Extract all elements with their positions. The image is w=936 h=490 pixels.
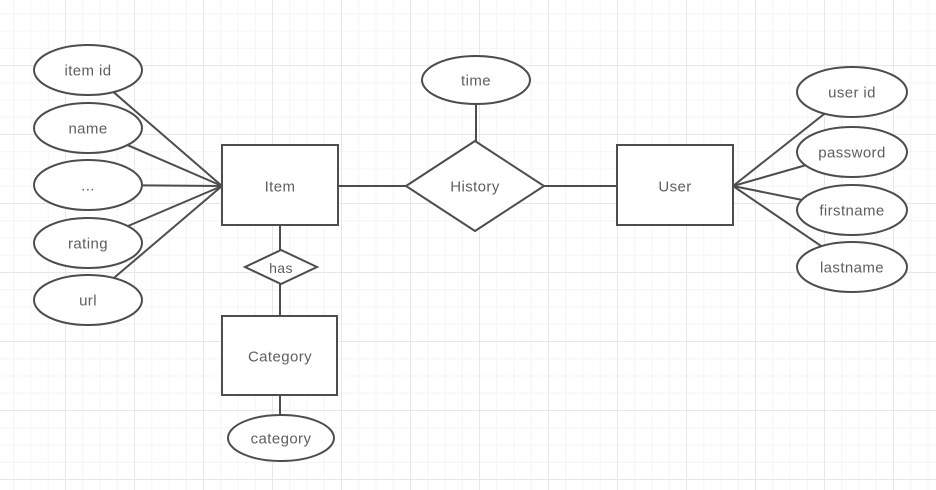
relationship-history[interactable]: History (404, 139, 546, 233)
attribute-item-id-shape (33, 44, 143, 96)
entity-item[interactable]: Item (221, 144, 339, 226)
attribute-name[interactable]: name (33, 102, 143, 154)
attribute-firstname[interactable]: firstname (796, 184, 908, 236)
attribute-user-id[interactable]: user id (796, 66, 908, 118)
attribute-time[interactable]: time (421, 55, 531, 105)
attribute-name-shape (33, 102, 143, 154)
attribute-time-shape (421, 55, 531, 105)
attribute-ellipsis-label: ... (81, 177, 95, 194)
relationship-has-shape (242, 248, 320, 286)
relationship-has[interactable]: has (242, 248, 320, 286)
nodes: item id name ... rating url time (33, 44, 908, 462)
edges (87, 69, 853, 438)
attribute-user-id-label: user id (828, 84, 876, 101)
entity-category-label: Category (248, 348, 312, 365)
attribute-password-shape (796, 126, 908, 178)
attribute-url-label: url (79, 292, 97, 309)
attribute-item-id-label: item id (65, 62, 112, 79)
entity-user[interactable]: User (616, 144, 734, 226)
attribute-ellipsis[interactable]: ... (33, 159, 143, 211)
attribute-password-label: password (818, 144, 885, 161)
attribute-lastname-shape (796, 241, 908, 293)
entity-user-label: User (658, 178, 691, 195)
attribute-category[interactable]: category (227, 414, 335, 462)
attribute-time-label: time (461, 72, 491, 89)
attribute-category-shape (227, 414, 335, 462)
attribute-firstname-shape (796, 184, 908, 236)
relationship-has-label: has (269, 260, 293, 276)
attribute-rating[interactable]: rating (33, 217, 143, 269)
entity-item-label: Item (265, 178, 296, 195)
attribute-lastname-label: lastname (820, 259, 884, 276)
attribute-password[interactable]: password (796, 126, 908, 178)
attribute-ellipsis-shape (33, 159, 143, 211)
attribute-user-id-shape (796, 66, 908, 118)
attribute-name-label: name (68, 120, 107, 137)
attribute-category-label: category (251, 430, 312, 447)
entity-item-shape (221, 144, 339, 226)
relationship-history-label: History (450, 178, 500, 195)
attribute-firstname-label: firstname (819, 202, 884, 219)
attribute-item-id[interactable]: item id (33, 44, 143, 96)
attribute-lastname[interactable]: lastname (796, 241, 908, 293)
attribute-rating-label: rating (68, 235, 108, 252)
entity-user-shape (616, 144, 734, 226)
relationship-history-shape (404, 139, 546, 233)
entity-category[interactable]: Category (221, 315, 338, 396)
attribute-url[interactable]: url (33, 274, 143, 326)
attribute-rating-shape (33, 217, 143, 269)
entity-category-shape (221, 315, 338, 396)
attribute-url-shape (33, 274, 143, 326)
